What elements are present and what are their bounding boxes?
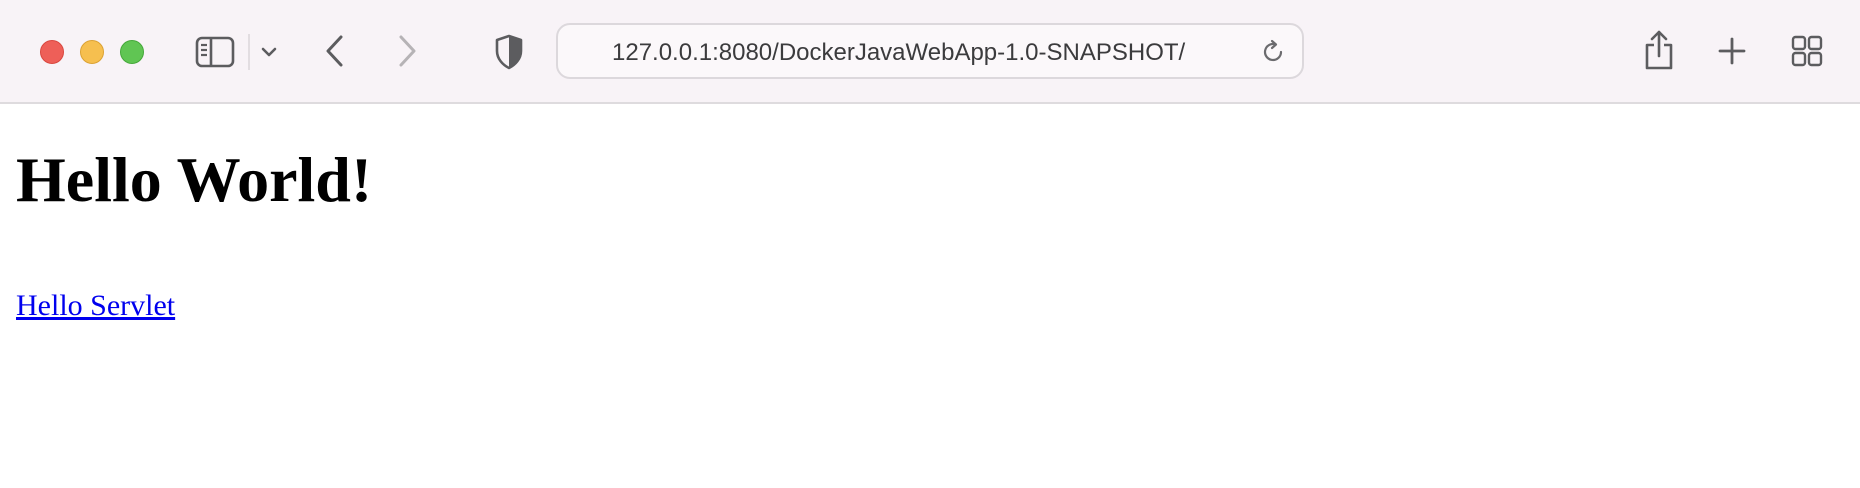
address-bar[interactable]: 127.0.0.1:8080/DockerJavaWebApp-1.0-SNAP…	[556, 23, 1304, 79]
privacy-shield-icon	[495, 34, 523, 70]
new-tab-icon	[1718, 37, 1746, 65]
browser-toolbar: 127.0.0.1:8080/DockerJavaWebApp-1.0-SNAP…	[0, 0, 1860, 104]
hello-servlet-link[interactable]: Hello Servlet	[16, 289, 176, 322]
reload-icon	[1263, 39, 1283, 62]
sidebar-toggle-button[interactable]	[194, 32, 236, 72]
privacy-report-button[interactable]	[492, 32, 526, 72]
close-window-button[interactable]	[40, 40, 64, 64]
zoom-window-button[interactable]	[120, 40, 144, 64]
forward-icon	[399, 35, 416, 67]
sidebar-menu-button[interactable]	[256, 40, 282, 64]
back-icon	[326, 35, 343, 67]
back-button[interactable]	[320, 30, 350, 72]
share-icon	[1645, 30, 1673, 70]
minimize-window-button[interactable]	[80, 40, 104, 64]
share-button[interactable]	[1642, 28, 1676, 72]
url-text[interactable]: 127.0.0.1:8080/DockerJavaWebApp-1.0-SNAP…	[612, 39, 1186, 66]
toolbar-divider	[248, 34, 250, 70]
sidebar-icon	[195, 36, 235, 68]
page-content: Hello World! Hello Servlet	[0, 142, 1860, 324]
page-title: Hello World!	[16, 144, 373, 215]
chevron-down-icon	[261, 47, 277, 57]
new-tab-button[interactable]	[1716, 34, 1748, 68]
forward-button[interactable]	[392, 30, 422, 72]
tab-overview-button[interactable]	[1790, 34, 1824, 68]
tab-overview-icon	[1791, 35, 1823, 67]
link-container: Hello Servlet	[16, 288, 1844, 324]
reload-button[interactable]	[1260, 39, 1286, 70]
